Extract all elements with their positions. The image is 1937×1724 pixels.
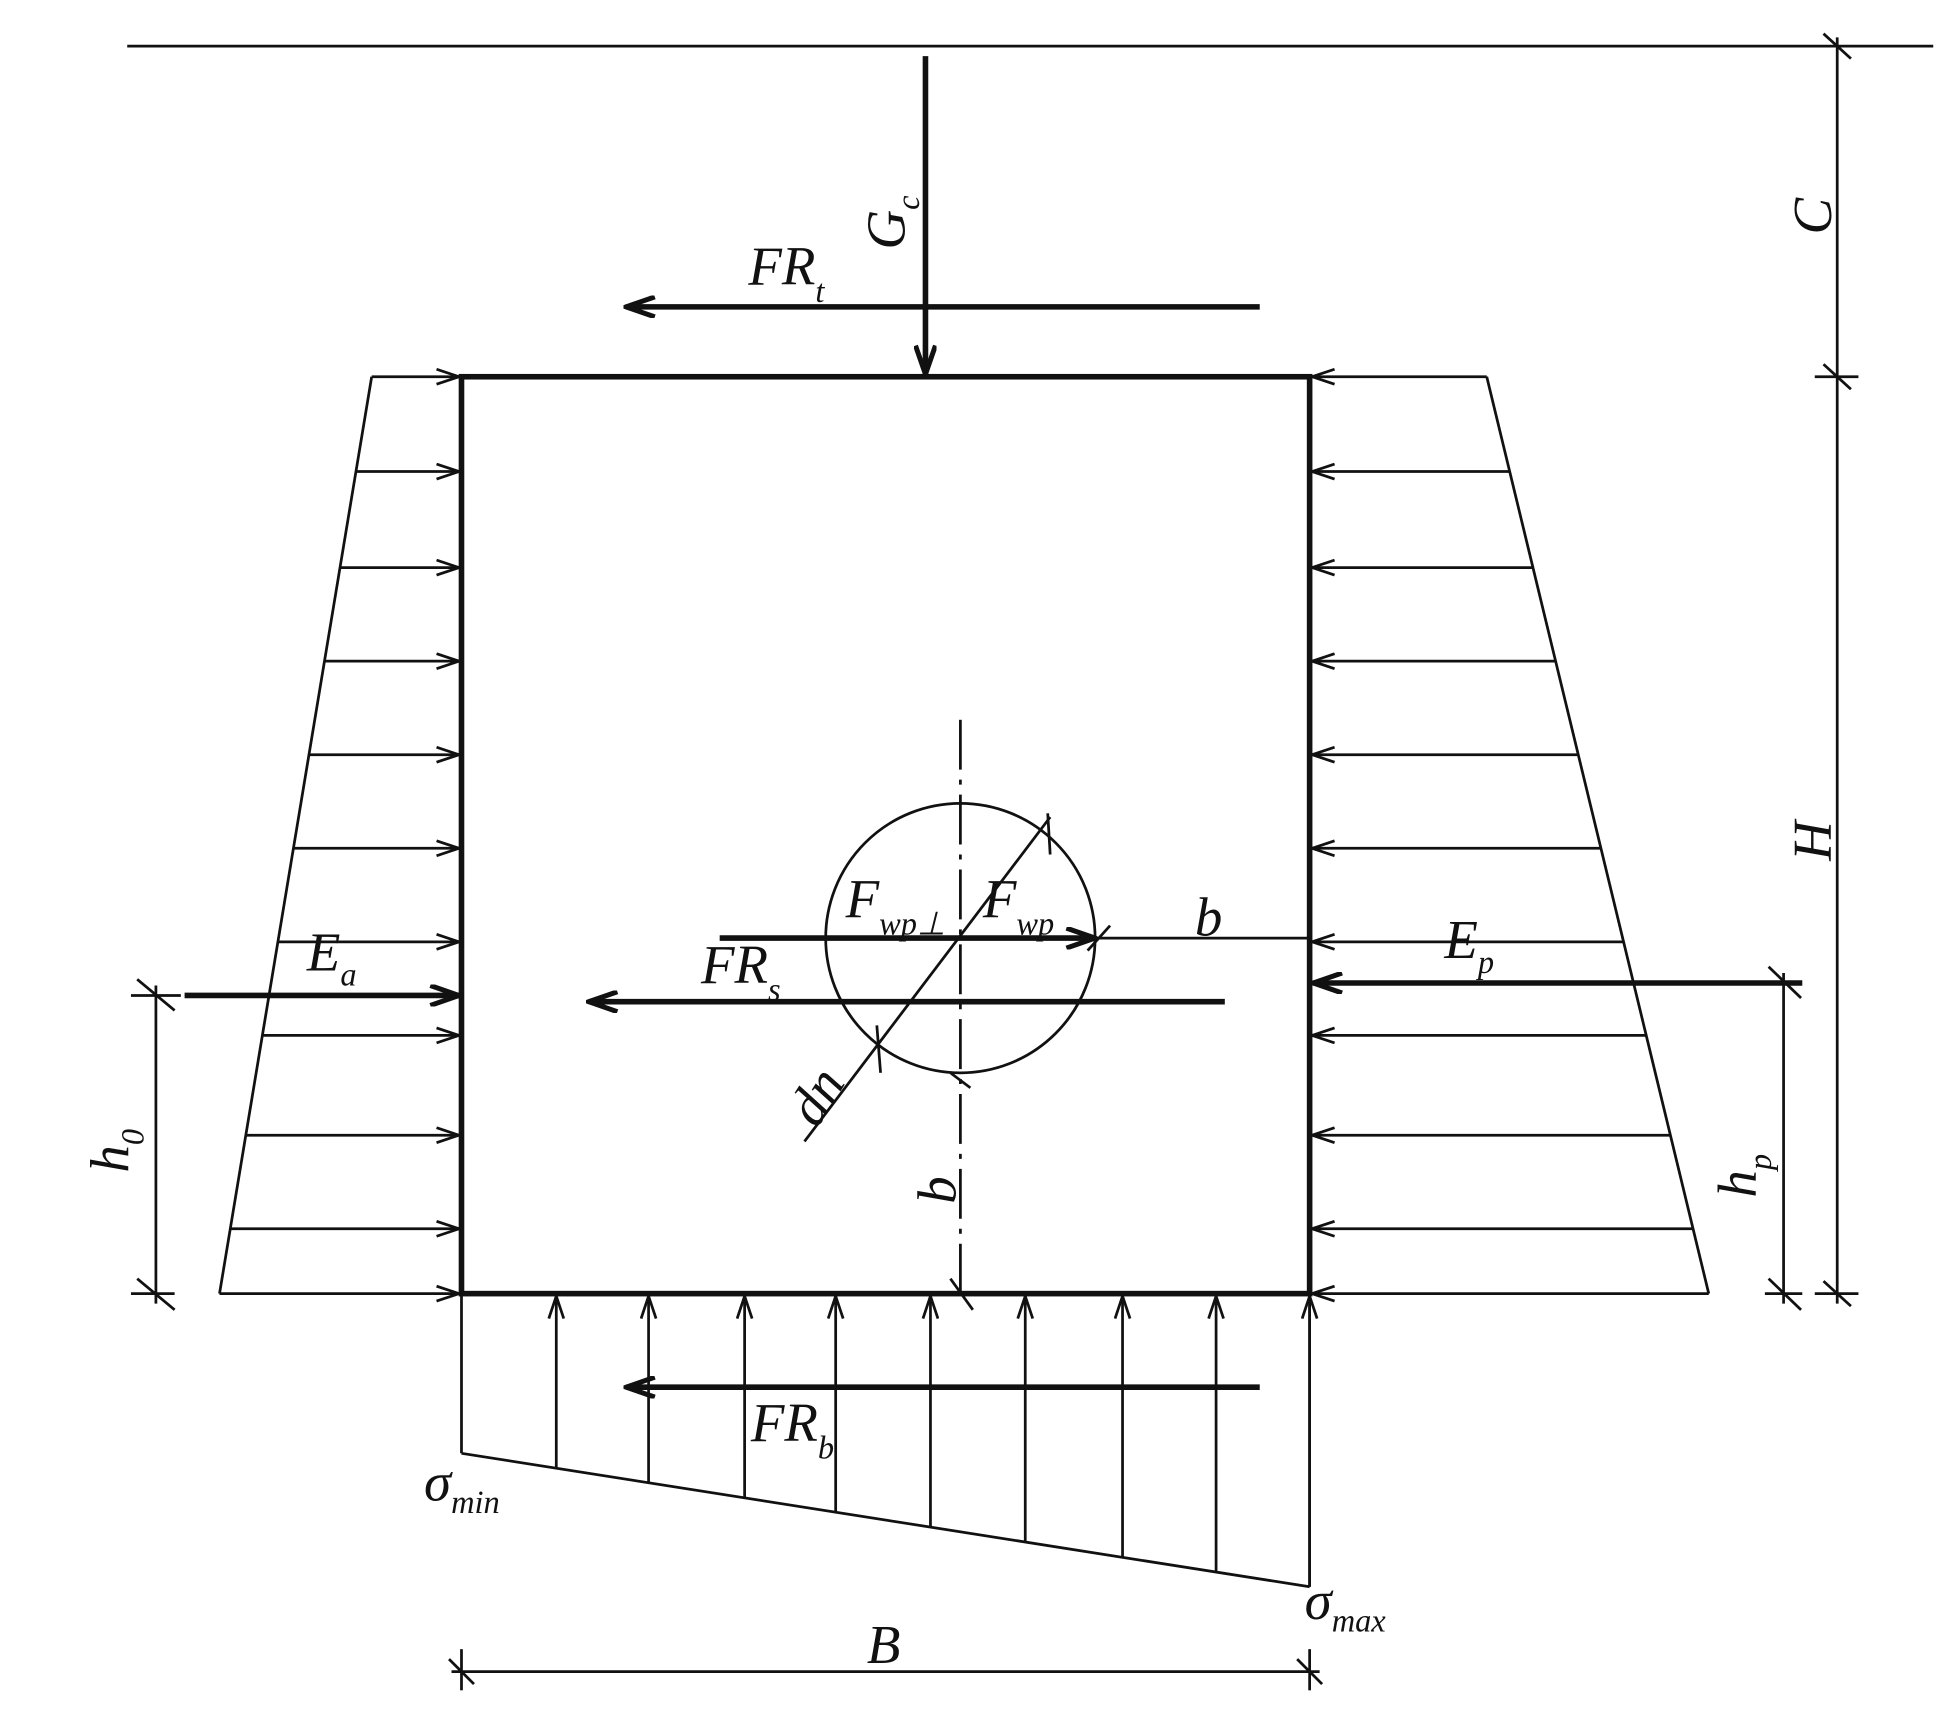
h0-label: h0	[79, 1129, 151, 1173]
diameter-tick-bottom	[875, 1025, 882, 1073]
frt-label: FRt	[747, 235, 825, 309]
h-label: H	[1782, 818, 1843, 862]
ea-label: Ea	[306, 922, 357, 994]
gc-label: Gc	[855, 195, 927, 250]
ep-label: Ep	[1443, 909, 1494, 981]
active-pressure-arrows	[219, 377, 459, 1294]
diameter-line	[803, 816, 1052, 1143]
b-horizontal-label: b	[1195, 887, 1222, 948]
c-label: C	[1782, 197, 1843, 235]
sigma-max-label: σmax	[1305, 1570, 1387, 1639]
sigma-min-label: σmin	[424, 1452, 500, 1521]
base-pressure-outline	[461, 1451, 1310, 1589]
passive-pressure-arrows	[1312, 377, 1709, 1294]
dn-label: dn	[775, 1056, 856, 1135]
depth-dimension	[1814, 32, 1859, 1308]
fwp-label: Fwp	[982, 868, 1054, 942]
diameter-tick-top	[1046, 813, 1052, 855]
hp-label: hp	[1707, 1154, 1779, 1198]
active-pressure-outline	[218, 376, 374, 1294]
b-vertical-label: b	[906, 1176, 967, 1203]
frs-label: FRs	[700, 934, 781, 1008]
centerline-tick	[949, 1071, 972, 1089]
h0-dimension	[130, 978, 181, 1311]
fwp-perp-label: Fwp⊥	[845, 868, 946, 942]
b-offset-tick	[1086, 924, 1112, 952]
b-vertical-tick	[949, 1277, 974, 1311]
passive-pressure-outline	[1485, 376, 1711, 1294]
base-pressure-arrows	[556, 1296, 1309, 1587]
frb-label: FRb	[750, 1392, 834, 1466]
structure-box	[458, 373, 1313, 1297]
b-width-label: B	[867, 1614, 901, 1675]
width-dimension	[448, 1649, 1324, 1691]
hp-dimension	[1764, 965, 1803, 1311]
